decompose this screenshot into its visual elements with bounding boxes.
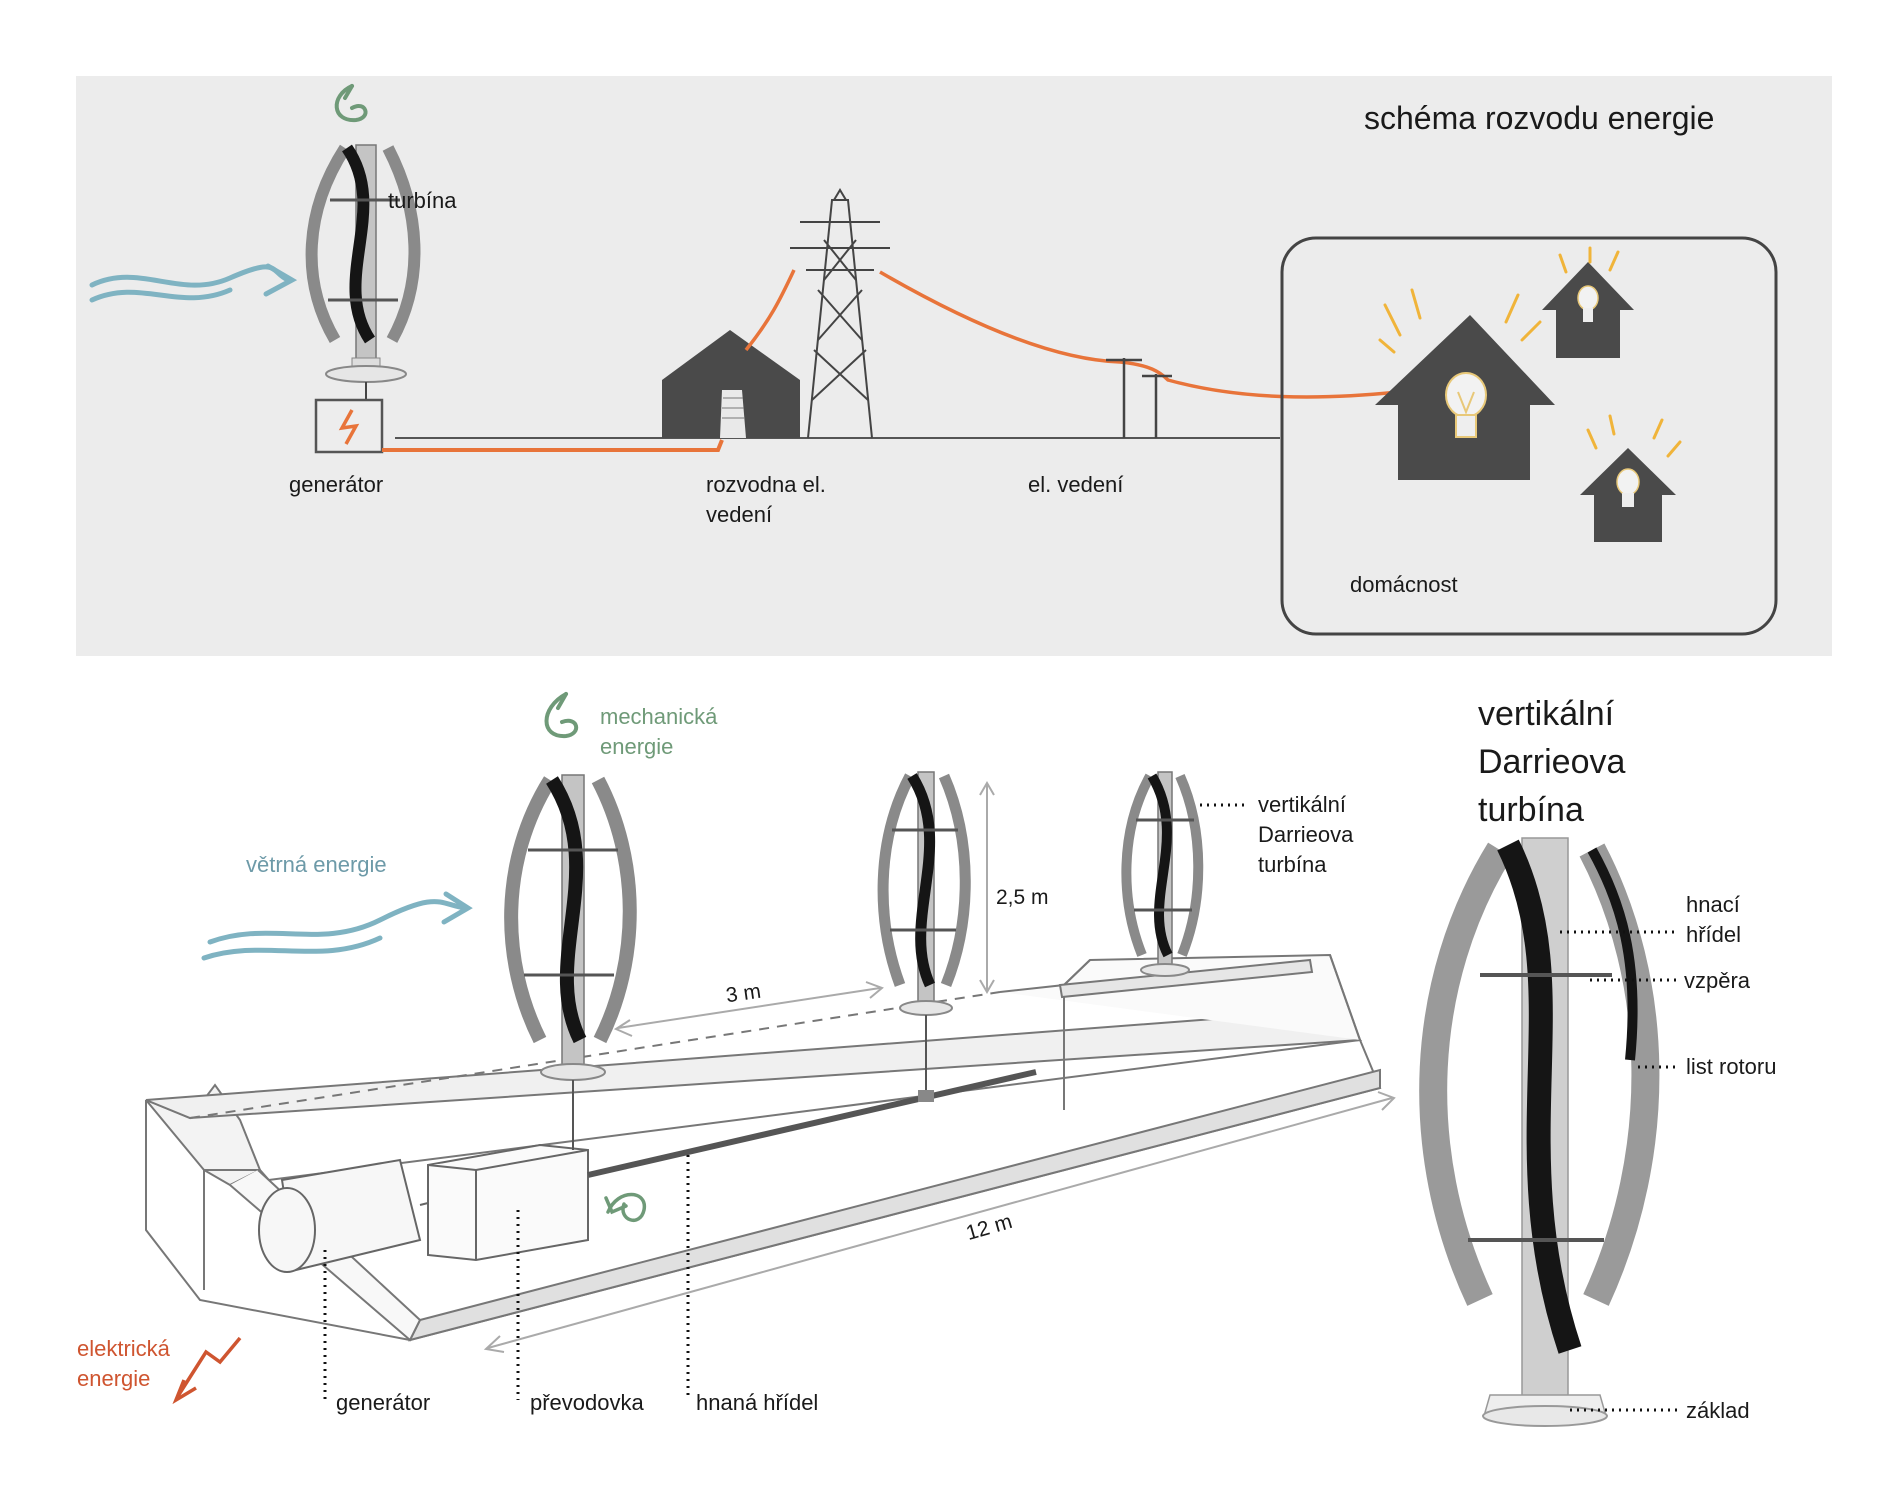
- turbine-1: [504, 774, 637, 1150]
- label-generator-bottom: generátor: [336, 1390, 431, 1415]
- dimension-spacing: 3 m: [724, 979, 763, 1008]
- shaft-rotation-icon: [604, 1192, 646, 1222]
- leader-lines: [323, 803, 1248, 1400]
- label-drive-shaft: hnací hřídel: [1686, 892, 1742, 947]
- turbine-mount-plate: [1058, 958, 1314, 999]
- substation-building: [662, 330, 800, 438]
- label-power-line: el. vedení: [1028, 472, 1124, 497]
- detail-leader-lines: [1560, 930, 1680, 1412]
- label-wind-energy: větrná energie: [246, 852, 387, 877]
- label-household: domácnost: [1350, 572, 1458, 597]
- label-driven-shaft: hnaná hřídel: [696, 1390, 819, 1415]
- ground-cable: [382, 439, 724, 452]
- label-generator-top: generátor: [289, 472, 384, 497]
- top-generator: [314, 398, 384, 454]
- label-turbine-type: vertikální Darrieova turbína: [1258, 792, 1354, 877]
- house-small-top: [1542, 246, 1634, 358]
- page-title: schéma rozvodu energie: [1364, 100, 1715, 136]
- gearbox-box: [427, 1143, 589, 1262]
- label-strut: vzpěra: [1684, 968, 1751, 993]
- label-substation: rozvodna el. vedení: [706, 472, 826, 527]
- label-gearbox: převodovka: [530, 1390, 644, 1415]
- top-turbine: [305, 144, 421, 400]
- turbine-platform: [145, 953, 1382, 1342]
- wind-arrow-bottom-icon: [201, 891, 473, 961]
- label-turbine: turbína: [388, 188, 457, 213]
- transmission-pylon: [790, 188, 890, 439]
- turbine-3: [1121, 771, 1204, 977]
- generator-cylinder: [258, 1158, 433, 1273]
- turbine-2: [877, 771, 971, 1102]
- line-to-pylon: [744, 269, 796, 352]
- distribution-poles: [1106, 358, 1172, 438]
- wind-arrow-icon: [89, 263, 298, 303]
- label-electrical-energy: elektrická energie: [77, 1336, 170, 1391]
- detail-title: vertikální Darrieova turbína: [1478, 695, 1626, 829]
- mechanical-energy-icon: [544, 692, 578, 739]
- label-mechanical-energy: mechanická energie: [600, 704, 718, 759]
- overhead-power-line: [879, 270, 1399, 399]
- house-large: [1375, 288, 1555, 480]
- detail-turbine: [1419, 837, 1660, 1427]
- driven-shaft: [587, 1069, 1037, 1178]
- label-base: základ: [1686, 1398, 1750, 1423]
- house-small-bottom: [1580, 414, 1682, 542]
- dimension-arrows: [483, 781, 1396, 1353]
- rotation-arrow-icon: [334, 84, 368, 123]
- dimension-height: 2,5 m: [996, 886, 1049, 909]
- label-rotor-blade: list rotoru: [1686, 1054, 1777, 1079]
- electric-arrow-icon: [176, 1336, 242, 1397]
- household-frame: [1280, 236, 1778, 636]
